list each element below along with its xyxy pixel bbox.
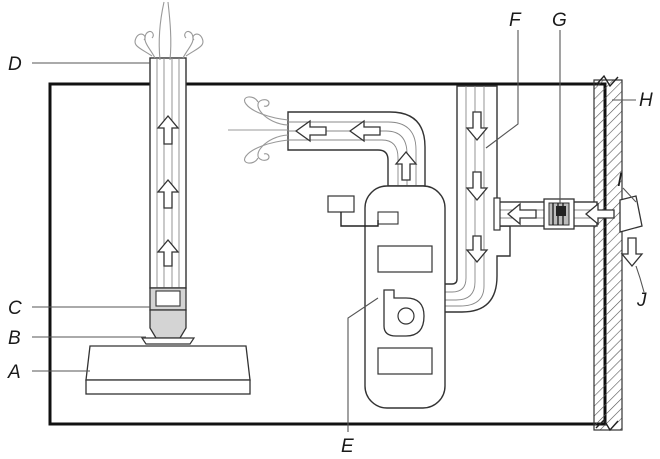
- label-a: A: [7, 362, 21, 383]
- upper-duct-arrow: [294, 119, 418, 181]
- label-j: J: [636, 290, 647, 311]
- label-g: G: [552, 10, 567, 31]
- stack-up-arrow: [156, 114, 180, 267]
- return-duct-arrow: [465, 111, 489, 264]
- leader-i: [622, 187, 637, 203]
- intake-hood: [619, 195, 644, 268]
- exterior-wall: [593, 74, 623, 432]
- air-handler: [364, 185, 446, 409]
- label-h: H: [639, 90, 653, 111]
- inline-fan: [149, 287, 187, 311]
- range-hood: [140, 309, 196, 345]
- exhaust-plume: [134, 1, 204, 61]
- label-f: F: [509, 10, 522, 31]
- discharge-swirl: [228, 96, 289, 164]
- label-i: I: [617, 170, 623, 191]
- leader-e: [347, 297, 379, 432]
- leader-f: [485, 30, 519, 149]
- label-c: C: [8, 298, 22, 319]
- appliance: [85, 345, 251, 395]
- control-box: [327, 195, 379, 227]
- damper: [543, 198, 575, 230]
- label-e: E: [341, 436, 354, 457]
- label-b: B: [8, 328, 21, 349]
- label-d: D: [8, 54, 22, 75]
- leader-j: [635, 265, 645, 293]
